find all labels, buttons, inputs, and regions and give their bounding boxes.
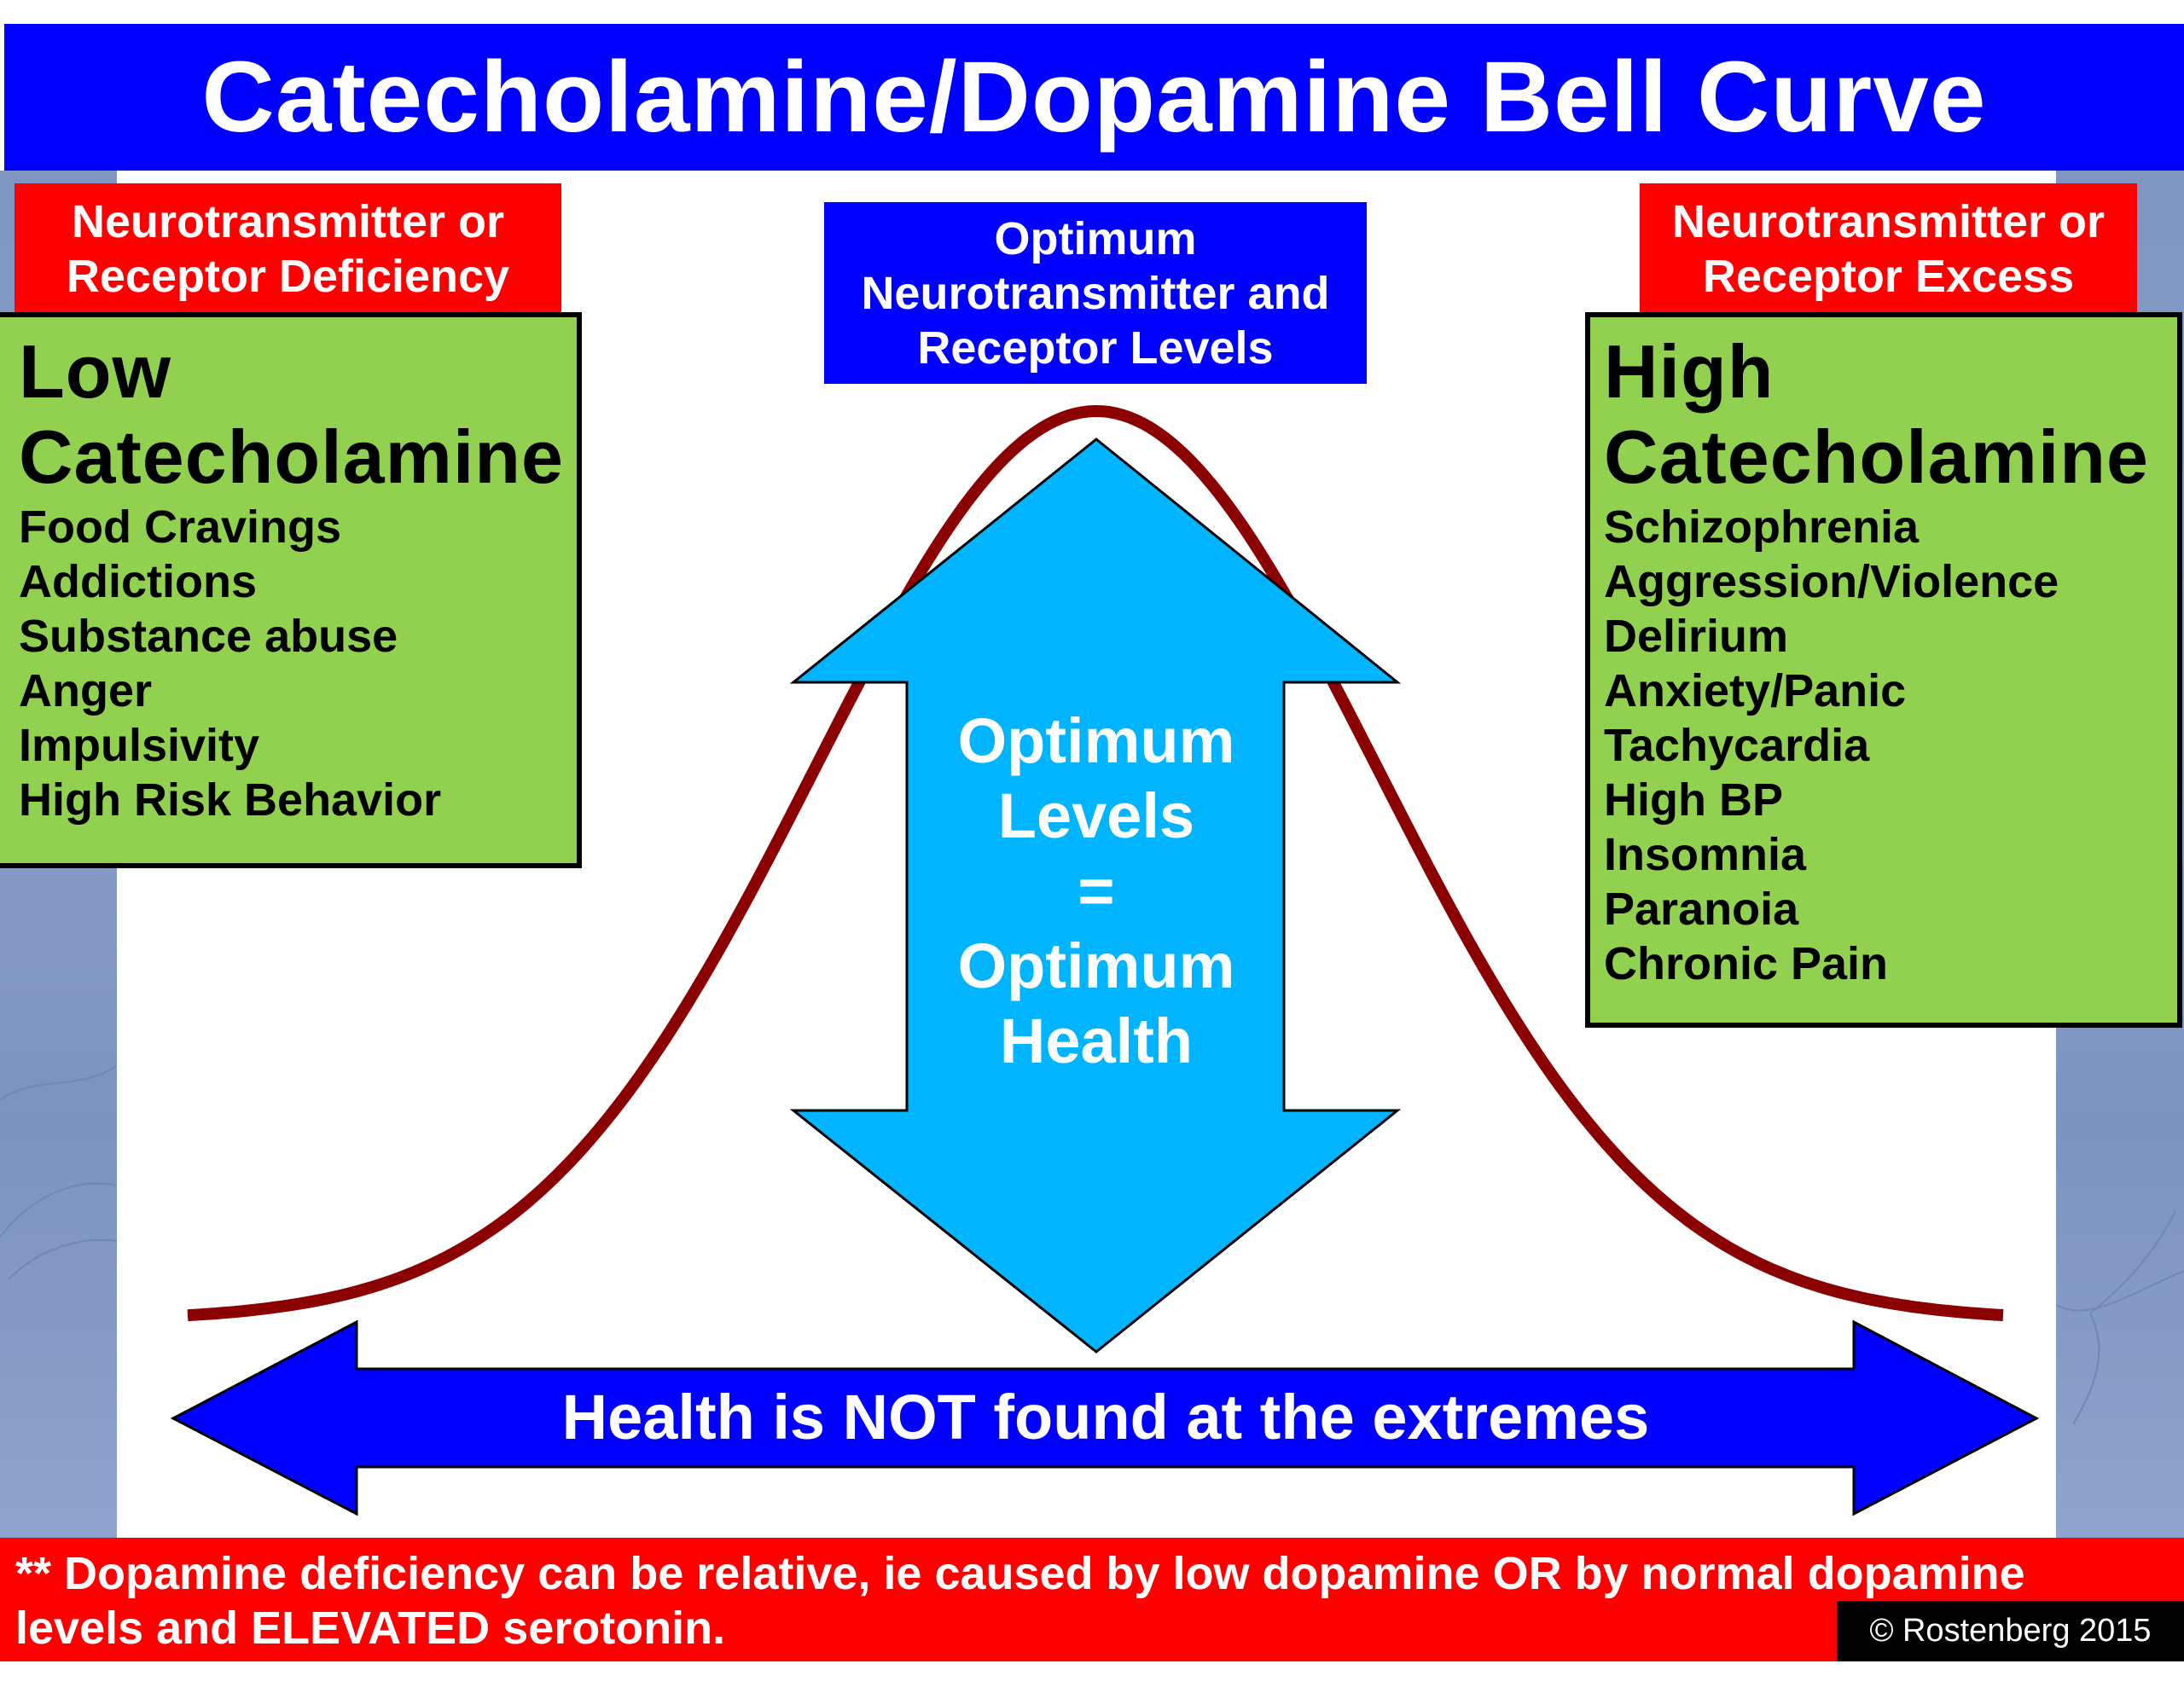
optimum-health-line: Optimum <box>957 930 1235 1001</box>
deficiency-label-line: Neurotransmitter or <box>71 195 505 247</box>
excess-label-line: Receptor Excess <box>1702 250 2075 302</box>
optimum-health-line: Health <box>999 1006 1194 1076</box>
symptom-item: Tachycardia <box>1604 720 1870 771</box>
symptom-item: Aggression/Violence <box>1604 556 2059 607</box>
symptom-item: Paranoia <box>1604 884 1799 935</box>
symptom-item: Impulsivity <box>19 720 260 771</box>
high-catecholamine-box: High Catecholamine Schizophrenia Aggress… <box>1585 312 2182 1028</box>
symptom-item: High Risk Behavior <box>19 774 442 826</box>
deficiency-label: Neurotransmitter or Receptor Deficiency <box>15 183 561 314</box>
symptom-item: Anxiety/Panic <box>1604 665 1907 716</box>
high-box-heading: High <box>1604 329 1774 414</box>
optimum-label-line: Neurotransmitter and <box>861 267 1330 319</box>
low-box-heading: Low <box>19 329 171 414</box>
extremes-text: Health is NOT found at the extremes <box>561 1382 1650 1452</box>
low-box-heading: Catecholamine <box>19 415 564 499</box>
symptom-item: High BP <box>1604 774 1783 826</box>
footer-text: ** Dopamine deficiency can be relative, … <box>15 1546 2165 1655</box>
copyright-badge: © Rostenberg 2015 <box>1837 1601 2184 1661</box>
background-pattern <box>2056 1210 2184 1425</box>
symptom-item: Delirium <box>1604 611 1789 662</box>
optimum-label-line: Receptor Levels <box>917 322 1274 374</box>
background-pattern <box>0 1065 117 1280</box>
title-bar: Catecholamine/Dopamine Bell Curve <box>4 24 2184 171</box>
symptom-item: Anger <box>19 665 153 716</box>
symptom-item: Insomnia <box>1604 829 1807 880</box>
optimum-health-text: Optimum Levels = Optimum Health <box>904 704 1288 1079</box>
high-box-heading: Catecholamine <box>1604 415 2149 499</box>
low-catecholamine-box: Low Catecholamine Food Cravings Addictio… <box>0 312 582 868</box>
footer-line: levels and ELEVATED serotonin. <box>15 1603 726 1654</box>
symptom-item: Chronic Pain <box>1604 938 1889 989</box>
page-title: Catecholamine/Dopamine Bell Curve <box>201 41 1987 154</box>
excess-label-line: Neurotransmitter or <box>1671 195 2106 247</box>
symptom-item: Addictions <box>19 556 257 607</box>
symptom-item: Schizophrenia <box>1604 501 1920 553</box>
symptom-item: Food Cravings <box>19 501 342 553</box>
optimum-health-line: = <box>1077 855 1115 926</box>
symptom-item: Substance abuse <box>19 611 398 662</box>
optimum-health-line: Levels <box>997 780 1195 851</box>
footer-line: ** Dopamine deficiency can be relative, … <box>15 1548 2025 1599</box>
deficiency-label-line: Receptor Deficiency <box>66 250 510 302</box>
footer-note: ** Dopamine deficiency can be relative, … <box>0 1538 2184 1661</box>
optimum-label-line: Optimum <box>994 212 1197 264</box>
excess-label: Neurotransmitter or Receptor Excess <box>1640 183 2137 314</box>
optimum-health-line: Optimum <box>957 705 1235 776</box>
optimum-label: Optimum Neurotransmitter and Receptor Le… <box>824 202 1367 384</box>
